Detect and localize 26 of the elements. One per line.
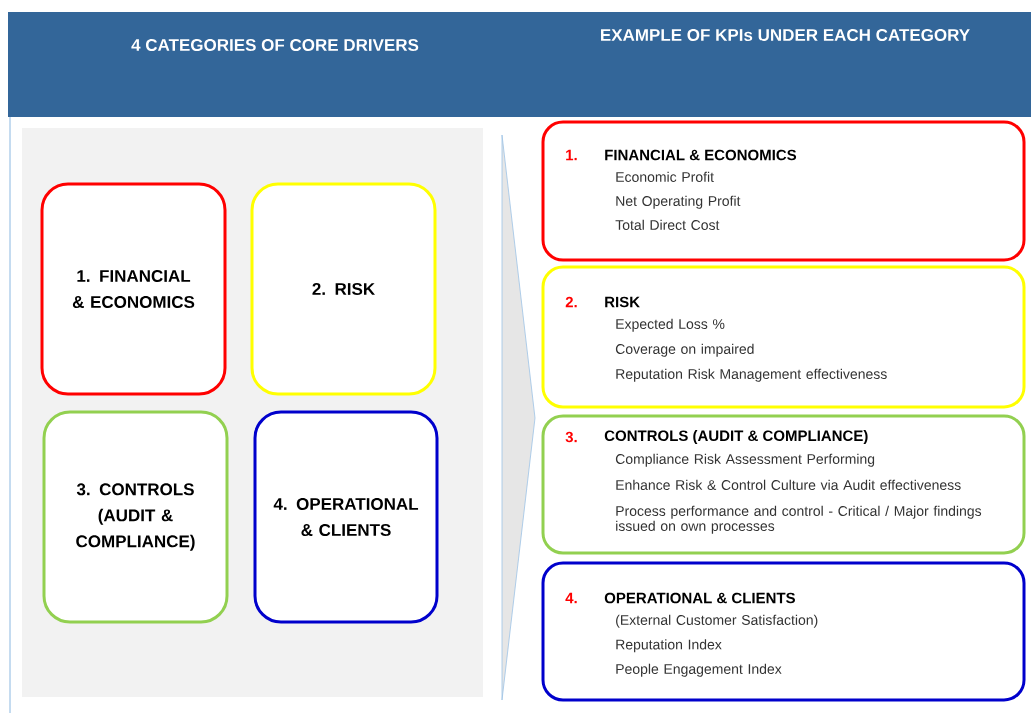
kpi-item: Net Operating Profit	[616, 195, 741, 209]
category-number: 2.	[565, 296, 577, 308]
category-number: 3.	[565, 431, 577, 443]
kpi-item: Reputation Index	[616, 639, 722, 653]
category-box: 3. CONTROLS (AUDIT & COMPLIANCE)	[42, 410, 229, 624]
category-number: 1.	[566, 149, 577, 161]
column-heading: 4 CATEGORIES OF CORE DRIVERS	[131, 39, 419, 52]
kpi-item: Compliance Risk Assessment Performing	[615, 453, 875, 467]
kpi-item: Reputation Risk Management effectiveness	[616, 368, 887, 382]
kpi-heading: OPERATIONAL & CLIENTS	[604, 592, 795, 604]
kpi-item: Total Direct Cost	[615, 219, 720, 230]
kpi-heading: RISK	[605, 296, 640, 308]
kpi-item: Expected Loss %	[616, 318, 725, 332]
category-box: 2. RISK	[250, 182, 437, 396]
category-box: 1. FINANCIAL & ECONOMICS	[40, 182, 227, 396]
kpi-heading: FINANCIAL & ECONOMICS	[605, 149, 797, 161]
kpi-item: Coverage on impaired	[615, 343, 754, 357]
kpi-item: Process performance and control - Critical / Major findings issued on own processes	[616, 505, 982, 534]
kpi-item: People Engagement Index	[616, 663, 782, 677]
kpi-item: Enhance Risk & Control Culture via Audit effectiveness	[616, 479, 961, 490]
kpi-item: (External Customer Satisfaction)	[616, 614, 818, 628]
column-heading: EXAMPLE OF KPIs UNDER EACH CATEGORY	[601, 29, 970, 42]
category-box: 4. OPERATIONAL & CLIENTS	[253, 410, 439, 624]
category-number: 4.	[565, 592, 577, 604]
kpi-heading: CONTROLS (AUDIT & COMPLIANCE)	[604, 430, 868, 444]
kpi-item: Economic Profit	[616, 171, 714, 182]
